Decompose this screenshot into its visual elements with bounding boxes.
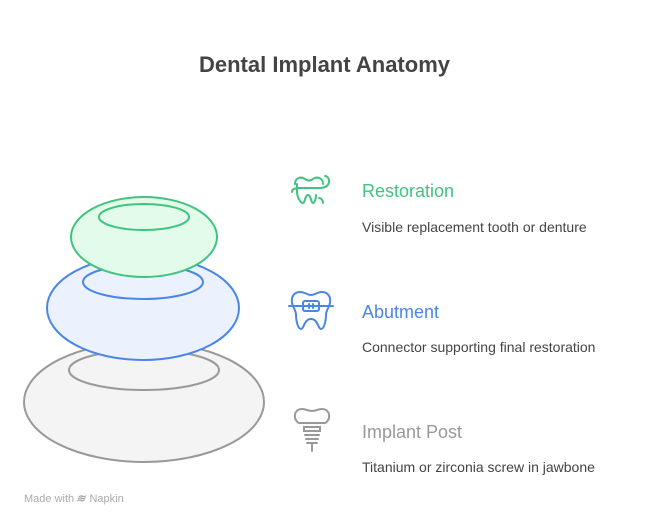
restoration-label: Restoration — [362, 181, 455, 201]
credit-prefix: Made with — [24, 493, 75, 505]
tooth-braces-icon — [288, 290, 334, 331]
dental-implant-icon — [293, 407, 331, 452]
tooth-floss-icon — [291, 175, 331, 205]
diagram-title: Dental Implant Anatomy — [199, 52, 450, 77]
implant-post-label: Implant Post — [362, 422, 463, 442]
restoration-layer — [70, 196, 218, 278]
implant-post-description: Titanium or zirconia screw in jawbone — [362, 459, 595, 475]
abutment-label: Abutment — [362, 302, 440, 322]
abutment-description: Connector supporting final restoration — [362, 339, 596, 355]
napkin-credit[interactable]: Made with ≋ Napkin — [24, 492, 124, 505]
napkin-logo-icon: ≋ — [74, 493, 89, 505]
credit-brand: Napkin — [89, 493, 124, 505]
restoration-description: Visible replacement tooth or denture — [362, 219, 587, 235]
